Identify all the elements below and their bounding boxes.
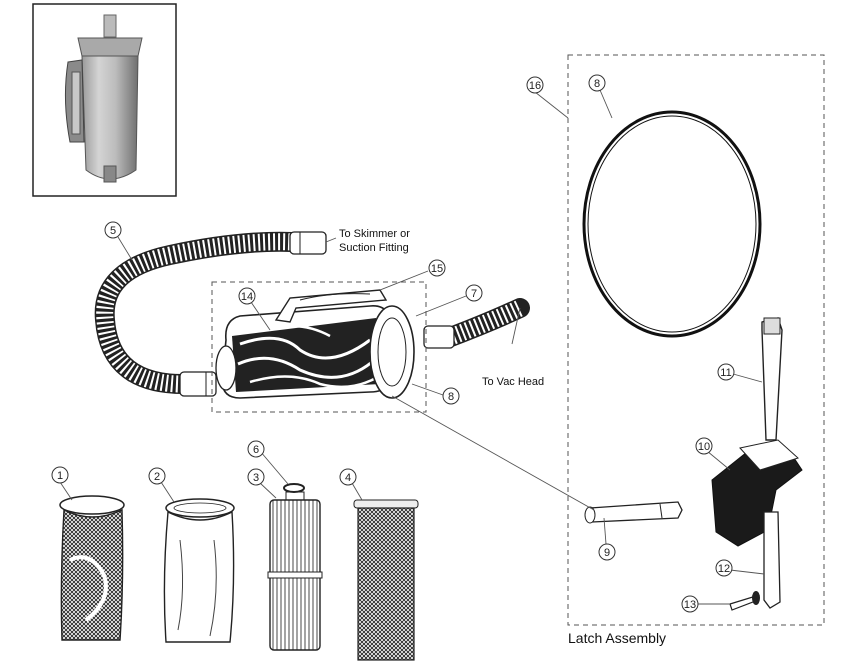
svg-text:14: 14 (241, 291, 253, 303)
leaf-canister (215, 289, 415, 399)
latch-arm (761, 317, 783, 441)
latch-pin (584, 501, 683, 524)
label-to-skimmer-line1: To Skimmer or (339, 228, 410, 240)
latch-screw (729, 591, 760, 611)
svg-text:8: 8 (594, 78, 600, 90)
vac-head-hose (423, 298, 530, 349)
svg-text:15: 15 (431, 263, 443, 275)
callout-9: 9 (598, 543, 616, 561)
latch-assembly-box (567, 54, 825, 626)
svg-text:4: 4 (345, 472, 351, 484)
svg-text:8: 8 (448, 391, 454, 403)
callout-8-oring: 8 (588, 74, 606, 92)
svg-text:16: 16 (529, 80, 541, 92)
svg-text:9: 9 (604, 547, 610, 559)
label-to-vac-head: To Vac Head (482, 376, 544, 388)
svg-text:11: 11 (720, 367, 731, 379)
callout-6: 6 (247, 440, 265, 458)
latch-lower-arm (763, 511, 781, 609)
filter-cartridge (267, 491, 323, 651)
callout-2: 2 (148, 467, 166, 485)
filter-screen (353, 499, 419, 661)
callout-13: 13 (681, 595, 699, 613)
svg-text:5: 5 (110, 225, 116, 237)
callout-12: 12 (715, 559, 733, 577)
callout-16: 16 (526, 76, 544, 94)
small-o-ring (283, 483, 305, 493)
leaf-bag-fine (59, 495, 125, 641)
callout-1: 1 (51, 466, 69, 484)
latch-body (711, 439, 803, 547)
callout-7: 7 (465, 284, 483, 302)
callout-15: 15 (428, 259, 446, 277)
callout-11: 11 (717, 363, 735, 381)
label-latch-assembly: Latch Assembly (568, 630, 666, 646)
svg-text:6: 6 (253, 444, 259, 456)
svg-text:7: 7 (471, 288, 477, 300)
canister-group-box (211, 281, 427, 413)
svg-text:10: 10 (698, 441, 710, 453)
svg-text:2: 2 (154, 471, 160, 483)
callout-8-canister: 8 (442, 387, 460, 405)
callouts: 1 2 3 4 5 6 7 8 8 9 10 11 12 13 14 15 16 (51, 74, 735, 613)
svg-text:12: 12 (718, 563, 730, 575)
leader-lines (59, 89, 765, 605)
callout-10: 10 (695, 437, 713, 455)
callout-14: 14 (238, 287, 256, 305)
label-to-skimmer-line2: Suction Fitting (339, 242, 409, 254)
suction-hose (94, 231, 327, 397)
callout-3: 3 (247, 468, 265, 486)
callout-4: 4 (339, 468, 357, 486)
lid-o-ring (582, 110, 762, 338)
leaf-bag-standard (163, 498, 235, 643)
svg-text:3: 3 (253, 472, 259, 484)
canister-photo-inset (32, 3, 177, 197)
svg-text:1: 1 (57, 470, 63, 482)
svg-text:13: 13 (684, 599, 696, 611)
callout-5: 5 (104, 221, 122, 239)
